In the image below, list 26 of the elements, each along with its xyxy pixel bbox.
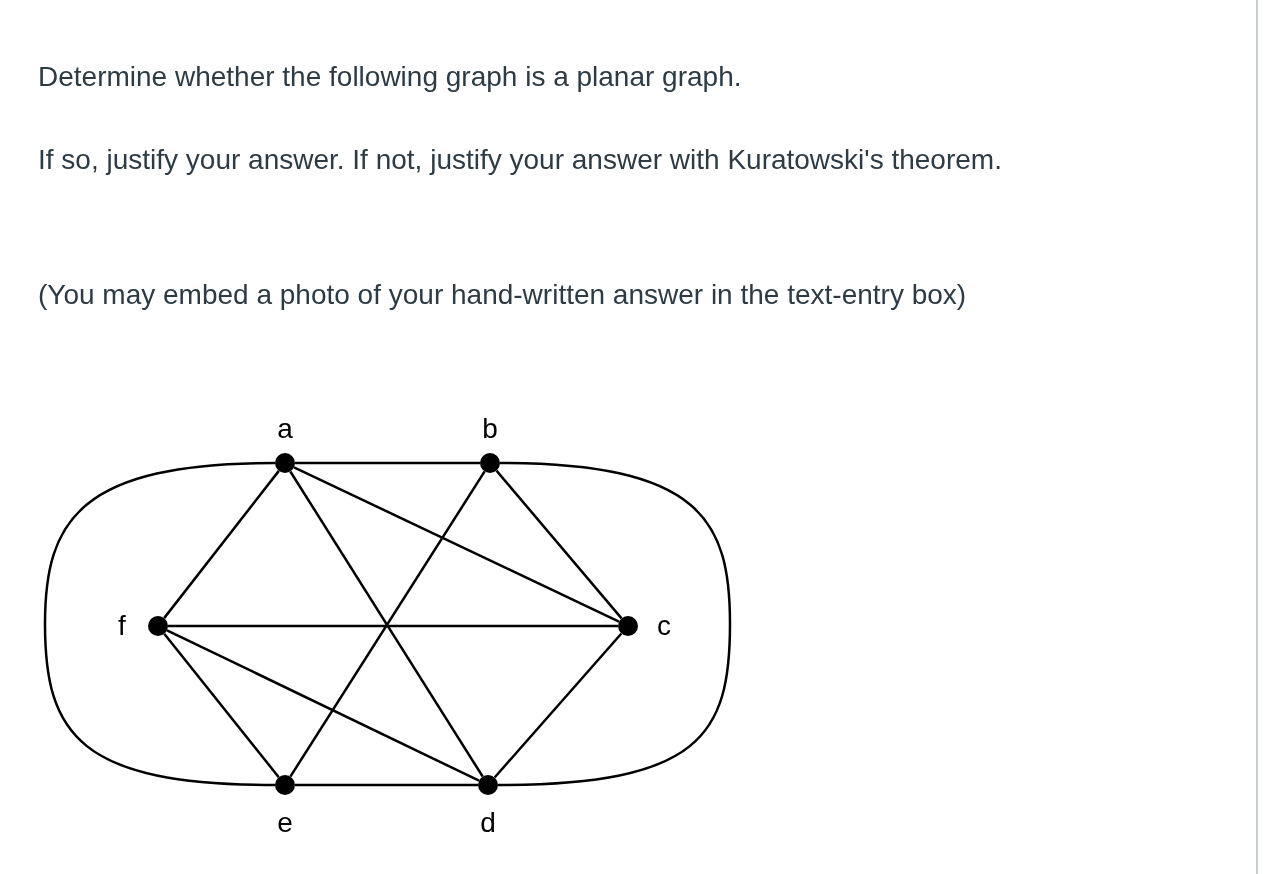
vertex-label: b	[481, 415, 499, 443]
instruction-text: If so, justify your answer. If not, justify your answer with Kuratowski's theorem.	[38, 143, 1003, 177]
graph-edge	[497, 461, 732, 787]
graph-edge	[295, 783, 478, 787]
graph-edge	[168, 624, 618, 628]
vertex-label: f	[117, 612, 127, 640]
vertex-dot	[478, 775, 498, 795]
vertex-dot	[275, 453, 295, 473]
vertex-label: e	[276, 809, 294, 837]
graph-edge	[293, 466, 620, 623]
vertex-label: d	[479, 809, 497, 837]
vertex-dot	[480, 453, 500, 473]
vertex-dot	[275, 775, 295, 795]
graph-edge	[295, 461, 480, 465]
vertex-dot	[618, 616, 638, 636]
instruction-text: (You may embed a photo of your hand-written answer in the text-entry box)	[38, 278, 968, 312]
question-title: Determine whether the following graph is a planar graph.	[38, 60, 743, 94]
graph-edge	[495, 469, 623, 620]
vertex-label: c	[656, 612, 672, 640]
graph-edge	[163, 633, 280, 778]
graph-edge	[493, 632, 623, 779]
vertex-dot	[148, 616, 168, 636]
graph-edge	[163, 470, 280, 619]
graph-edge	[43, 461, 276, 787]
graph-edge	[166, 629, 480, 782]
vertex-label: a	[276, 415, 294, 443]
